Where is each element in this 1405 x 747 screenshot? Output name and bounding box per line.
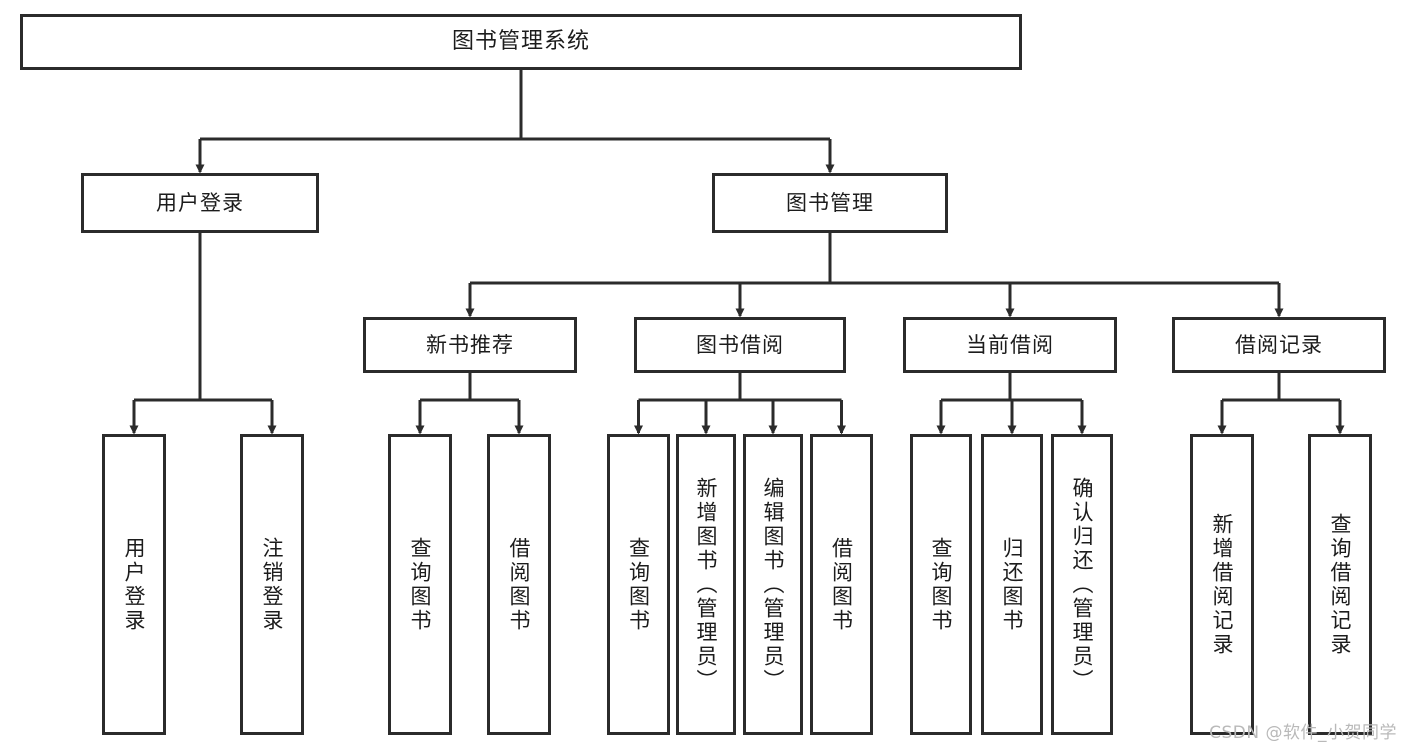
node-leaf-add-record[interactable]: 新增借阅记录 — [1190, 434, 1254, 735]
node-leaf-borrow-book-1-label: 借阅图书 — [507, 536, 532, 633]
node-leaf-query-book-3[interactable]: 查询图书 — [910, 434, 972, 735]
node-current-borrow[interactable]: 当前借阅 — [903, 317, 1117, 373]
node-leaf-query-record-label: 查询借阅记录 — [1328, 512, 1353, 657]
node-book-manage-label: 图书管理 — [786, 190, 874, 215]
node-leaf-add-book-label: 新增图书（管理员） — [694, 476, 719, 693]
node-leaf-user-login[interactable]: 用户登录 — [102, 434, 166, 735]
watermark: CSDN @软件_小贺同学 — [1209, 723, 1397, 743]
node-leaf-query-book-2[interactable]: 查询图书 — [607, 434, 670, 735]
node-user-login[interactable]: 用户登录 — [81, 173, 319, 233]
node-leaf-query-book-3-label: 查询图书 — [929, 536, 954, 633]
node-root[interactable]: 图书管理系统 — [20, 14, 1022, 70]
node-borrow-record-label: 借阅记录 — [1235, 332, 1323, 357]
node-current-borrow-label: 当前借阅 — [966, 332, 1054, 357]
node-leaf-confirm-return-label: 确认归还（管理员） — [1070, 476, 1095, 693]
node-leaf-edit-book[interactable]: 编辑图书（管理员） — [743, 434, 803, 735]
node-leaf-query-book-2-label: 查询图书 — [626, 536, 651, 633]
node-book-borrow[interactable]: 图书借阅 — [634, 317, 846, 373]
node-leaf-return-book-label: 归还图书 — [1000, 536, 1025, 633]
node-leaf-add-book[interactable]: 新增图书（管理员） — [676, 434, 736, 735]
node-leaf-logout[interactable]: 注销登录 — [240, 434, 304, 735]
node-leaf-query-record[interactable]: 查询借阅记录 — [1308, 434, 1372, 735]
node-leaf-edit-book-label: 编辑图书（管理员） — [761, 476, 786, 693]
node-leaf-borrow-book-1[interactable]: 借阅图书 — [487, 434, 551, 735]
node-leaf-logout-label: 注销登录 — [260, 536, 285, 633]
node-leaf-borrow-book-2-label: 借阅图书 — [829, 536, 854, 633]
node-leaf-return-book[interactable]: 归还图书 — [981, 434, 1043, 735]
node-new-book-rec-label: 新书推荐 — [426, 332, 514, 357]
node-user-login-label: 用户登录 — [156, 190, 244, 215]
node-borrow-record[interactable]: 借阅记录 — [1172, 317, 1386, 373]
node-book-manage[interactable]: 图书管理 — [712, 173, 948, 233]
node-leaf-borrow-book-2[interactable]: 借阅图书 — [810, 434, 873, 735]
node-leaf-confirm-return[interactable]: 确认归还（管理员） — [1051, 434, 1113, 735]
node-leaf-add-record-label: 新增借阅记录 — [1210, 512, 1235, 657]
node-leaf-query-book-1[interactable]: 查询图书 — [388, 434, 452, 735]
node-book-borrow-label: 图书借阅 — [696, 332, 784, 357]
node-leaf-query-book-1-label: 查询图书 — [408, 536, 433, 633]
node-root-label: 图书管理系统 — [451, 29, 590, 55]
node-leaf-user-login-label: 用户登录 — [122, 536, 147, 633]
node-new-book-rec[interactable]: 新书推荐 — [363, 317, 577, 373]
